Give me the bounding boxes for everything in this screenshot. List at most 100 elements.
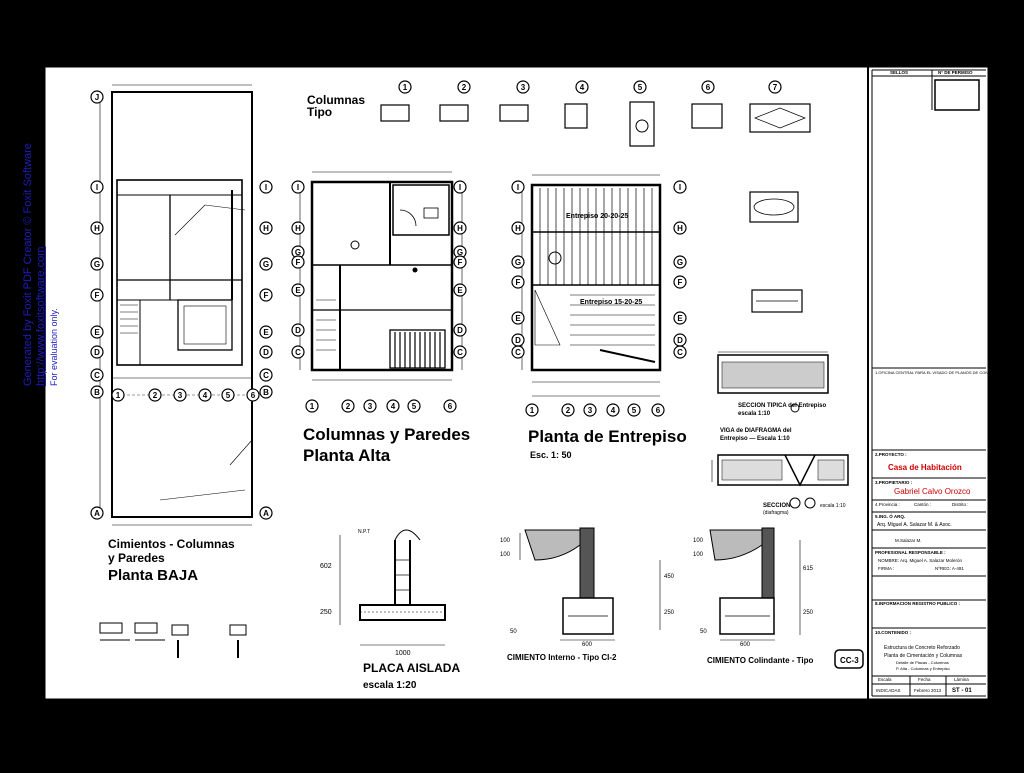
baja-col-3-label: 3 [178, 391, 183, 400]
contenido-label: 10.CONTENIDO : [875, 630, 912, 635]
entre-row-right-h-circle [673, 221, 687, 235]
entre-col-4-label: 4 [611, 406, 616, 415]
columnas-tipo-title-1: Columnas [307, 93, 365, 107]
planta-baja-plan [99, 84, 253, 526]
alta-row-right-d-label: D [457, 326, 463, 335]
entre-col-5-circle [627, 403, 641, 417]
entre-row-h-label: H [515, 224, 521, 233]
baja-row-right-d-label: D [263, 348, 269, 357]
cc-dim-6: 600 [740, 642, 751, 648]
planta-alta-title-2: Planta Alta [303, 446, 391, 465]
seccion-esc: escala 1:10 [820, 503, 846, 509]
baja-row-c-label: C [94, 371, 100, 380]
baja-row-right-g-circle [259, 257, 273, 271]
baja-row-j-circle [90, 90, 104, 104]
column-type-4-label: 4 [580, 83, 585, 92]
oficina-label: 1.OFICINA CENTRAL PARA EL VISADO DE PLAN… [875, 370, 1012, 375]
baja-row-right-h-label: H [263, 224, 269, 233]
baja-row-i-label: I [96, 183, 98, 192]
escala-label: Escala [878, 677, 892, 682]
placa-aislada-detail [339, 529, 446, 646]
alta-row-i-label: I [297, 183, 299, 192]
baja-row-right-a-label: A [263, 509, 269, 518]
entre-row-g-label: G [515, 258, 521, 267]
contenido-line-1: Estructura de Concreto Reforzado [884, 645, 960, 651]
nreg-value: NºREG: A-491 [935, 566, 964, 571]
alta-col-4-label: 4 [391, 402, 396, 411]
watermark-line-3: For evaluation only. [49, 308, 59, 386]
title-block [871, 69, 986, 697]
column-type-1-circle [398, 80, 412, 94]
placa-npt: N.P.T [358, 529, 370, 535]
viga-diafragma-label: VIGA de DIAFRAGMA del [720, 428, 792, 434]
baja-col-4-circle [198, 388, 212, 402]
entre-row-i-circle [511, 180, 525, 194]
baja-row-d-circle [90, 345, 104, 359]
seccion-tipica-scale: escala 1:10 [738, 411, 771, 417]
entre-col-6-label: 6 [656, 406, 661, 415]
baja-col-5-circle [221, 388, 235, 402]
entre-row-right-e-label: E [677, 314, 683, 323]
entrepiso-scale: Esc. 1: 50 [530, 450, 572, 460]
entre-row-right-g-label: G [677, 258, 683, 267]
seccion-sub: (diafragma) [763, 510, 789, 516]
alta-row-right-i-label: I [459, 183, 461, 192]
baja-row-right-a-circle [259, 506, 273, 520]
cimiento-colindante-detail [709, 527, 864, 669]
baja-row-g-label: G [94, 260, 100, 269]
entre-col-6-circle [651, 403, 665, 417]
permiso-label: N° DE PERMISO [938, 70, 973, 75]
alta-col-6-label: 6 [448, 402, 453, 411]
entre-col-4-circle [606, 403, 620, 417]
entre-row-e-label: E [515, 314, 521, 323]
baja-row-right-d-circle [259, 345, 273, 359]
column-type-7-circle [768, 80, 782, 94]
alta-row-right-c-circle [453, 345, 467, 359]
ing-arq-value: Arq. Miguel A. Salazar M. & Asoc. [877, 522, 952, 528]
alta-col-3-circle [363, 399, 377, 413]
entre-row-right-c-circle [673, 345, 687, 359]
propietario-value: Gabriel Calvo Orozco [894, 487, 971, 496]
cc-dim-3: 50 [700, 629, 707, 635]
columnas-tipo-title: Columnas Tipo [307, 93, 365, 119]
baja-col-1-circle [111, 388, 125, 402]
baja-row-right-c-circle [259, 368, 273, 382]
entre-row-right-g-circle [673, 255, 687, 269]
baja-row-f-circle [90, 288, 104, 302]
entre-row-right-h-label: H [677, 224, 683, 233]
baja-row-right-e-circle [259, 325, 273, 339]
alta-row-h-label: H [295, 224, 301, 233]
baja-row-b-label: B [94, 388, 100, 397]
planta-baja-title-2: y Paredes [108, 551, 165, 565]
alta-row-right-c-label: C [457, 348, 463, 357]
entre-row-right-d-label: D [677, 336, 683, 345]
ci-dim-6: 600 [582, 642, 593, 648]
alta-row-g-label: G [295, 248, 301, 257]
seccion-label: SECCION [763, 503, 790, 509]
cc-dim-4: 615 [803, 566, 814, 572]
entre-row-h-circle [511, 221, 525, 235]
baja-col-5-label: 5 [226, 391, 231, 400]
placa-text: 602 250 1000 N.P.T PLACA AISLADA escala … [320, 529, 460, 691]
entre-row-right-f-label: F [678, 278, 683, 287]
alta-row-right-g-label: G [457, 248, 463, 257]
nombre-value: NOMBRE: Arq. Miguel A. Salazar Molerón [878, 558, 963, 563]
entrepiso-text: Entrepiso 20-20-25 Entrepiso 15-20-25 Pl… [528, 213, 687, 460]
alta-row-c-circle [291, 345, 305, 359]
cc-dim-5: 250 [803, 610, 814, 616]
entre-col-1-label: 1 [530, 406, 535, 415]
placa-scale: escala 1:20 [363, 680, 417, 691]
baja-row-right-g-label: G [263, 260, 269, 269]
entre-row-g-circle [511, 255, 525, 269]
ci-dim-4: 450 [664, 574, 675, 580]
seccion-tipica-label: SECCION TIPICA del Entrepiso [738, 403, 826, 409]
entre-col-2-circle [561, 403, 575, 417]
alta-row-e-circle [291, 283, 305, 297]
baja-row-right-i-label: I [265, 183, 267, 192]
ing-arq-label: 5.ING. Ó ARQ. [875, 512, 905, 519]
column-type-2-label: 2 [462, 83, 467, 92]
planta-baja-details [99, 622, 247, 658]
planta-alta-plan [299, 171, 463, 381]
